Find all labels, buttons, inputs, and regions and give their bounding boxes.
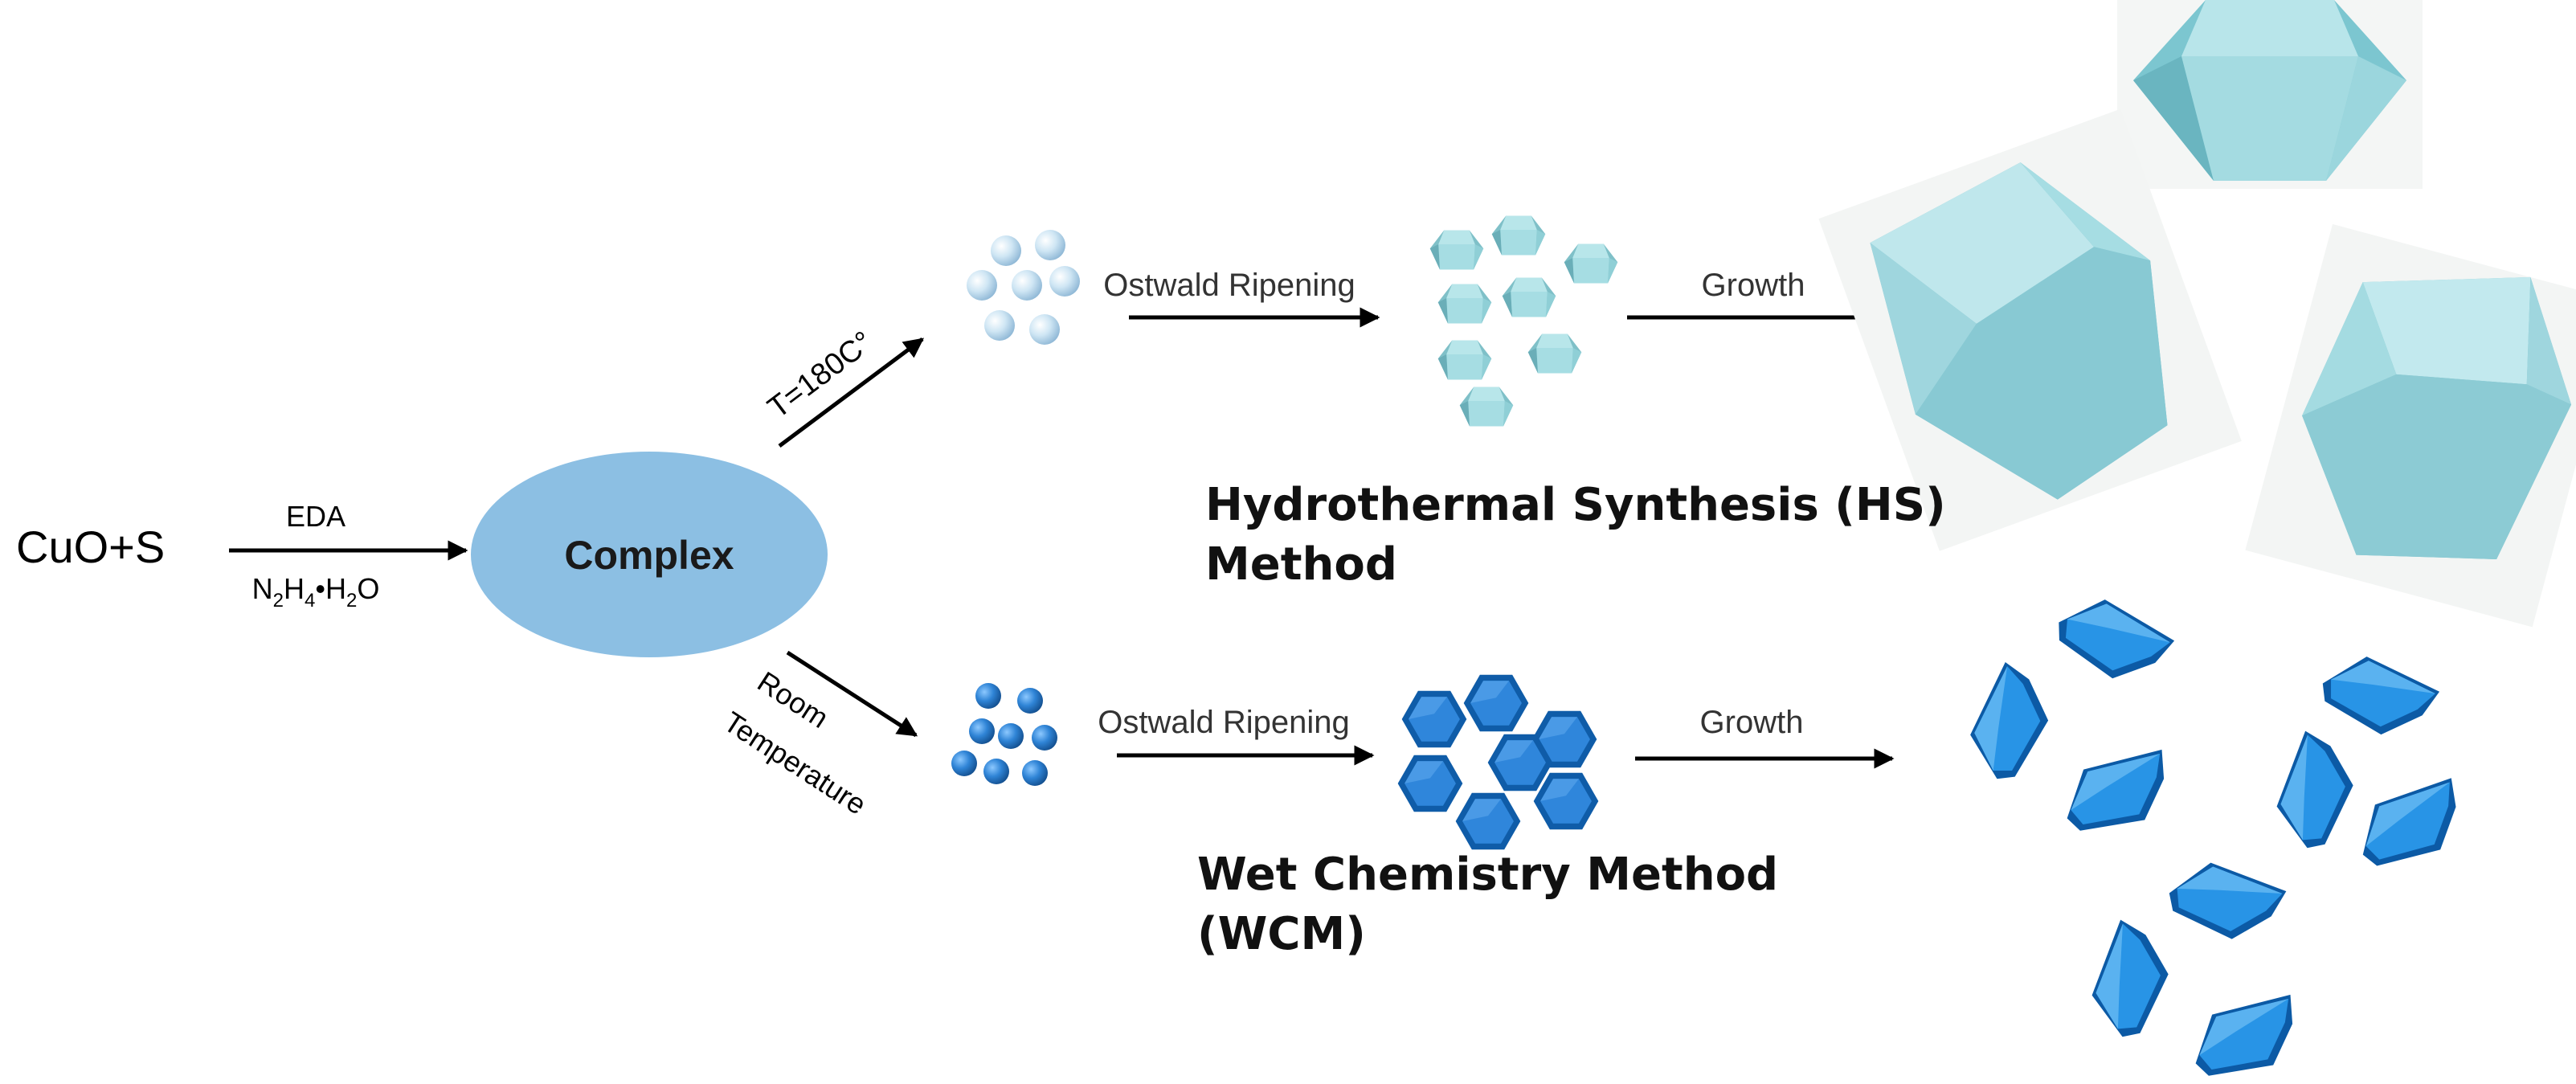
wcm-plate xyxy=(2345,771,2477,881)
hs-small-crystal xyxy=(1527,333,1582,374)
wcm-hex-tile xyxy=(1401,690,1467,748)
reagent-hydrazine-label: N2H4•H2O xyxy=(252,572,380,612)
hs-sphere xyxy=(984,310,1015,341)
hs-sphere xyxy=(1012,270,1042,301)
hs-caption: Hydrothermal Synthesis (HS) Method xyxy=(1205,476,1946,595)
wcm-growth-label: Growth xyxy=(1700,705,1804,740)
wcm-plate xyxy=(2053,742,2183,845)
hs-sphere xyxy=(991,235,1021,266)
hs-large-crystals xyxy=(1818,0,2576,628)
wcm-sphere xyxy=(1022,760,1048,786)
wcm-nuclei-spheres xyxy=(951,683,1057,786)
wcm-large-plates xyxy=(1959,586,2477,1084)
wcm-plate xyxy=(2181,987,2312,1084)
hs-large-crystal xyxy=(2245,223,2576,628)
complex-label: Complex xyxy=(564,533,734,578)
wcm-sphere xyxy=(1032,725,1057,751)
wcm-plate xyxy=(2268,729,2364,856)
wcm-caption-line2: (WCM) xyxy=(1197,908,1366,960)
wcm-plate xyxy=(2046,586,2178,696)
wcm-caption: Wet Chemistry Method (WCM) xyxy=(1197,845,1778,964)
wcm-hex-tile xyxy=(1455,792,1521,850)
arrow-to-hs xyxy=(778,337,925,448)
wcm-hex-tile xyxy=(1463,674,1529,732)
hs-small-crystal xyxy=(1564,243,1618,284)
hs-small-crystal xyxy=(1502,277,1556,317)
wcm-sphere xyxy=(975,683,1001,709)
hs-ripened-crystals xyxy=(1429,215,1618,427)
wcm-hex-tile xyxy=(1533,772,1599,830)
wcm-hex-tile xyxy=(1397,755,1463,812)
reactants-label: CuO+S xyxy=(16,522,165,572)
hs-small-crystal xyxy=(1429,230,1484,270)
wcm-ostwald-label: Ostwald Ripening xyxy=(1098,705,1350,740)
hs-sphere xyxy=(1049,266,1080,297)
hs-growth-label: Growth xyxy=(1702,268,1805,303)
arrow-to-wcm xyxy=(786,650,918,738)
hs-nuclei-spheres xyxy=(967,230,1080,345)
reagent-eda-label: EDA xyxy=(286,500,346,533)
hs-small-crystal xyxy=(1437,284,1492,324)
wcm-sphere xyxy=(998,723,1024,749)
hs-large-crystal xyxy=(2117,0,2423,189)
wcm-condition-line2: Temperature xyxy=(718,705,873,820)
hs-caption-line2: Method xyxy=(1205,538,1397,591)
wcm-plate xyxy=(2083,918,2179,1045)
wcm-plate xyxy=(1959,659,2063,789)
wcm-sphere xyxy=(1017,688,1043,714)
hs-sphere xyxy=(967,270,997,301)
hs-caption-line1: Hydrothermal Synthesis (HS) xyxy=(1205,479,1946,531)
wcm-plate xyxy=(2312,645,2443,749)
hs-sphere xyxy=(1029,314,1060,345)
complex-ellipse xyxy=(471,452,828,657)
hs-condition-label: T=180C° xyxy=(762,325,879,425)
hs-sphere xyxy=(1035,230,1065,260)
wcm-sphere xyxy=(983,759,1009,784)
wcm-sphere xyxy=(951,751,977,776)
wcm-plate xyxy=(2161,854,2288,950)
hs-small-crystal xyxy=(1491,215,1546,256)
wcm-hex-cluster xyxy=(1397,674,1599,850)
wcm-caption-line1: Wet Chemistry Method xyxy=(1197,849,1779,901)
hs-ostwald-label: Ostwald Ripening xyxy=(1103,268,1355,303)
hs-small-crystal xyxy=(1437,340,1492,380)
hs-small-crystal xyxy=(1459,387,1514,427)
hs-large-crystal xyxy=(1818,108,2242,551)
wcm-sphere xyxy=(969,718,995,744)
